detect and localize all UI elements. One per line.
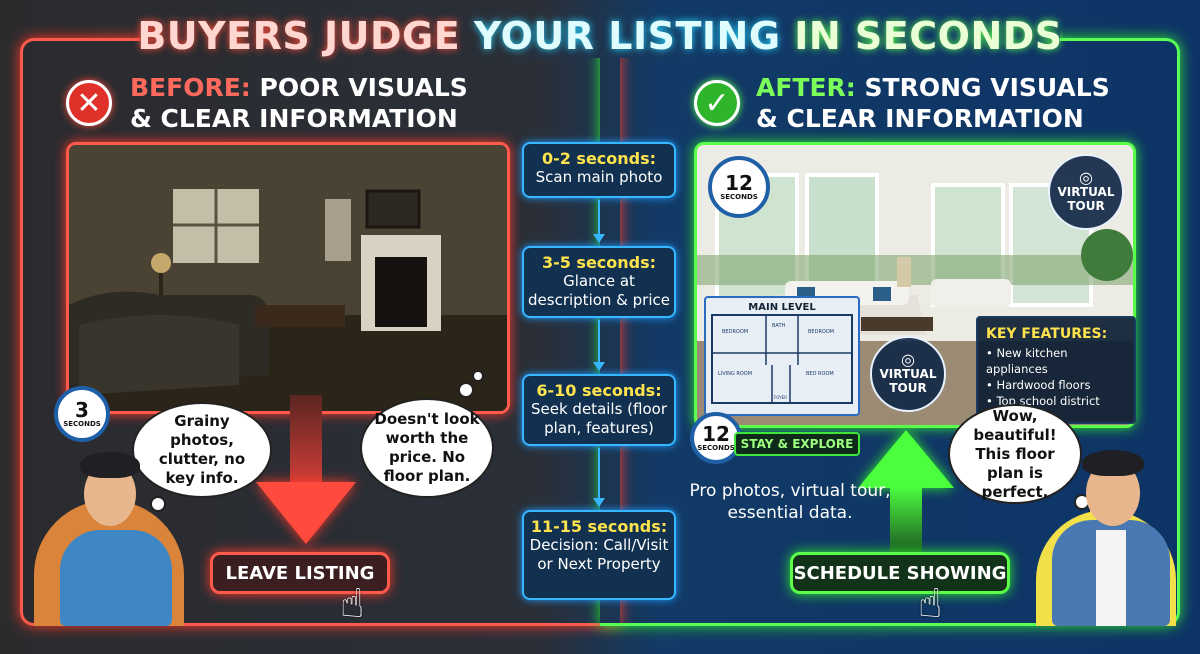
x-badge-icon: ✕: [66, 80, 112, 126]
key-feature-item: • Hardwood floors: [986, 378, 1091, 392]
before-person-hair: [80, 452, 140, 478]
thought-bubble-grainy: Grainy photos, clutter, no key info.: [134, 404, 270, 496]
after-heading: AFTER: STRONG VISUALS & CLEAR INFORMATIO…: [756, 72, 1110, 134]
room-label-bath: BATH: [772, 323, 786, 329]
room-label-bed-room: BED ROOM: [806, 371, 834, 377]
timeline-step-heading: 3-5 seconds:: [541, 253, 657, 272]
stay-explore-tag: STAY & EXPLORE: [734, 432, 860, 456]
title-part-listing: YOUR LISTING: [473, 14, 781, 58]
hand-pointer-icon: ☝: [918, 581, 943, 627]
after-heading-line2: & CLEAR INFORMATION: [756, 104, 1084, 133]
dark-room-illustration: [69, 145, 507, 411]
timer-unit: SECONDS: [720, 192, 758, 201]
virtual-tour-badge-top[interactable]: ◎ VIRTUAL TOUR: [1048, 154, 1124, 230]
thought-bubble-wow: Wow, beautiful! This floor plan is perfe…: [950, 406, 1080, 502]
red-down-arrow-head-icon: [256, 482, 356, 544]
timeline-step-text: Scan main photo: [535, 168, 663, 186]
key-features-heading: KEY FEATURES:: [986, 326, 1108, 342]
floor-plan-title: MAIN LEVEL: [748, 302, 816, 313]
page-title: BUYERS JUDGE YOUR LISTING IN SECONDS: [0, 14, 1200, 58]
timeline-step-heading: 11-15 seconds:: [530, 517, 668, 536]
timeline-step-heading: 6-10 seconds:: [536, 381, 662, 400]
green-up-arrow-icon: [858, 430, 954, 488]
thought-bubble-price-text: Doesn't look worth the price. No floor p…: [374, 410, 480, 485]
before-heading: BEFORE: POOR VISUALS & CLEAR INFORMATION: [130, 72, 468, 134]
before-label: BEFORE:: [130, 73, 251, 102]
timeline-step-text: Glance at description & price: [528, 272, 670, 309]
arrow-down-icon: [593, 362, 605, 371]
stopwatch-icon-after-top: 12 SECONDS: [708, 156, 770, 218]
key-feature-item: • Top school district: [986, 394, 1100, 408]
room-label-living-room: LIVING ROOM: [718, 371, 752, 377]
red-down-arrow-icon: [290, 395, 322, 495]
after-heading-line1: STRONG VISUALS: [864, 73, 1110, 102]
hand-pointer-icon: ☝: [340, 581, 365, 627]
timeline-step-text: Seek details (floor plan, features): [531, 400, 667, 437]
green-up-arrow-stem-icon: [890, 486, 922, 556]
after-person-shirt: [1096, 530, 1126, 626]
camera-icon: ◎: [1079, 168, 1093, 187]
timer-number: 3: [75, 397, 89, 422]
thought-dot: [460, 384, 472, 396]
timer-number: 12: [725, 170, 753, 195]
room-label-bedroom-1: BEDROOM: [722, 329, 748, 335]
stopwatch-icon-before: 3 SECONDS: [54, 386, 110, 442]
virtual-tour-badge-center[interactable]: ◎ VIRTUAL TOUR: [870, 336, 946, 412]
arrow-down-icon: [593, 234, 605, 243]
timeline-step-heading: 0-2 seconds:: [541, 149, 657, 168]
thought-bubble-price: Doesn't look worth the price. No floor p…: [362, 400, 492, 496]
timeline-step-text: Decision: Call/Visit or Next Property: [529, 536, 669, 573]
before-person-body: [60, 530, 172, 626]
before-heading-line1: POOR VISUALS: [259, 73, 468, 102]
timeline-step-3-5: 3-5 seconds: Glance at description & pri…: [522, 246, 676, 318]
thought-dot: [1076, 496, 1088, 508]
after-caption: Pro photos, virtual tour, essential data…: [689, 481, 891, 523]
dark-room-photo: [66, 142, 510, 414]
floor-plan-overlay: MAIN LEVEL BEDROOM BATH BEDROOM LIVING R…: [704, 296, 860, 416]
thought-bubble-wow-text: Wow, beautiful! This floor plan is perfe…: [973, 406, 1057, 501]
after-label: AFTER:: [756, 73, 856, 102]
check-badge-icon: ✓: [694, 80, 740, 126]
title-part-judge: BUYERS JUDGE: [137, 14, 461, 58]
title-part-seconds: IN SECONDS: [794, 14, 1063, 58]
virtual-tour-top-label: VIRTUAL TOUR: [1057, 185, 1115, 213]
camera-icon: ◎: [901, 350, 915, 369]
timer-unit: SECONDS: [63, 419, 101, 428]
title-background: [140, 22, 1060, 58]
timeline-step-0-2: 0-2 seconds: Scan main photo: [522, 142, 676, 198]
room-label-foyer: FOYER: [774, 395, 787, 400]
room-label-bedroom-2: BEDROOM: [808, 329, 834, 335]
floor-plan-diagram: BEDROOM BATH BEDROOM LIVING ROOM BED ROO…: [711, 314, 853, 404]
virtual-tour-center-label: VIRTUAL TOUR: [879, 367, 937, 395]
timeline-connector: [598, 200, 600, 236]
timeline-connector: [598, 320, 600, 364]
leave-listing-button[interactable]: LEAVE LISTING: [210, 552, 390, 594]
before-heading-line2: & CLEAR INFORMATION: [130, 104, 458, 133]
timer-number: 12: [702, 421, 730, 446]
thought-bubble-grainy-text: Grainy photos, clutter, no key info.: [158, 412, 246, 487]
timer-unit: SECONDS: [697, 443, 735, 452]
after-person-hair: [1082, 450, 1144, 476]
timeline-step-6-10: 6-10 seconds: Seek details (floor plan, …: [522, 374, 676, 446]
thought-dot: [474, 372, 482, 380]
timeline-connector: [598, 448, 600, 500]
thought-dot: [152, 498, 164, 510]
arrow-down-icon: [593, 498, 605, 507]
key-feature-item: • New kitchen appliances: [986, 346, 1068, 376]
schedule-showing-button[interactable]: SCHEDULE SHOWING: [790, 552, 1010, 594]
timeline-step-11-15: 11-15 seconds: Decision: Call/Visit or N…: [522, 510, 676, 600]
